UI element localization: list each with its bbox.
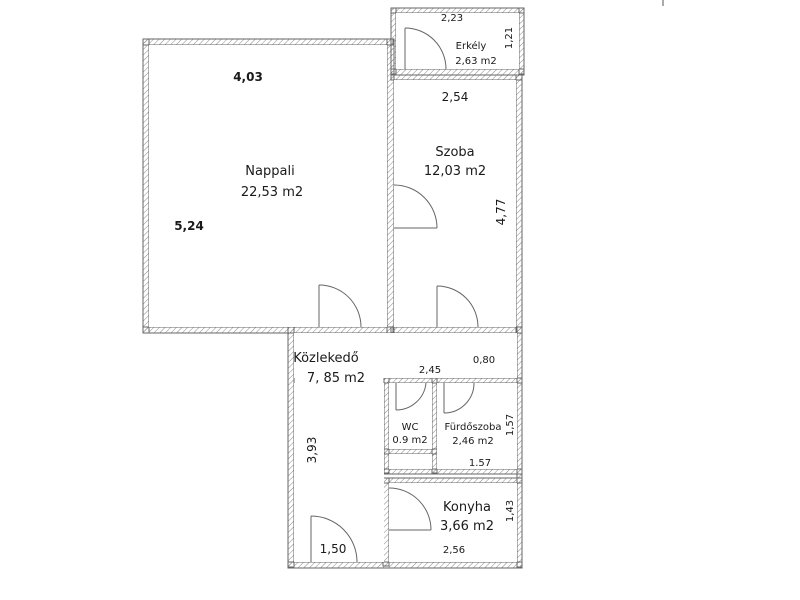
dimension-nappali-height: 5,24 <box>174 219 204 233</box>
dimension-hall-width: 2,45 <box>419 365 441 376</box>
room-name-kozlekedo: Közlekedő <box>293 351 359 366</box>
room-name-szoba: Szoba <box>435 145 474 160</box>
room-name-konyha: Konyha <box>443 500 491 515</box>
dimension-nappali-width: 4,03 <box>233 70 263 84</box>
dimension-erkely-height: 1,21 <box>504 27 515 49</box>
room-area-wc: 0.9 m2 <box>392 435 427 446</box>
dimension-szoba-height: 4,77 <box>494 199 508 226</box>
dimension-hall-bottom: 1,50 <box>320 542 347 556</box>
doors <box>310 27 479 563</box>
dimension-hall-height: 3,93 <box>305 437 319 464</box>
room-area-kozlekedo: 7, 85 m2 <box>307 371 365 386</box>
dimension-kitchen-height: 1,43 <box>505 500 516 522</box>
dimension-erkely-width: 2,23 <box>441 13 463 24</box>
room-area-konyha: 3,66 m2 <box>440 519 494 534</box>
room-name-furdoszoba: Fürdőszoba <box>445 421 502 433</box>
room-area-szoba: 12,03 m2 <box>424 164 486 179</box>
room-area-furdoszoba: 2,46 m2 <box>452 436 494 447</box>
dimension-kitchen-width: 2,56 <box>443 545 465 556</box>
room-area-nappali: 22,53 m2 <box>241 185 303 200</box>
room-name-nappali: Nappali <box>245 164 294 179</box>
room-area-erkely: 2,63 m2 <box>455 56 497 67</box>
dimension-szoba-width: 2,54 <box>442 90 469 104</box>
room-name-wc: WC <box>402 422 419 433</box>
dimension-hall-depth: 0,80 <box>473 355 495 366</box>
dimension-bath-height: 1,57 <box>505 414 516 436</box>
room-name-erkely: Erkély <box>456 40 487 52</box>
dimension-bath-width: 1.57 <box>469 458 491 469</box>
